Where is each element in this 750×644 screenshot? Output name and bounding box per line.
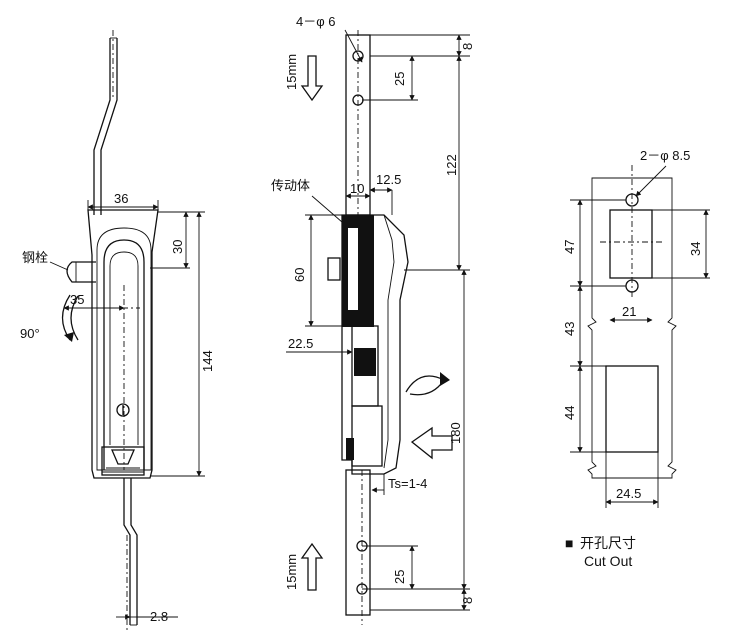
dim-upper: 30 [170,240,185,254]
dim-body-height: 60 [292,268,307,282]
travel-up-arrow-icon [300,542,324,591]
dim-bottom-small: 8 [460,597,475,604]
dim-width: 36 [114,191,128,206]
holes-label: 4－φ 6 [296,14,336,29]
legend-square-icon: ■ [565,535,573,551]
dim-hole-gap-top: 25 [392,72,407,86]
dim-hole-gap-bottom: 25 [392,570,407,584]
lower-slot [605,365,659,453]
dim-body-width: 10 [350,181,364,196]
keyhole-icon [116,403,130,417]
dim-top-total: 122 [444,154,459,176]
dim-depth: 22.5 [288,336,313,351]
panel-outline [587,177,677,479]
dim-slot-height: 34 [688,242,703,256]
dim-cutout-width: 24.5 [616,486,641,501]
drive-body-label: 传动体 [271,178,310,193]
middle-view: 4－φ 6 15mm 15mm 传动体 8 25 122 10 12.5 60 … [271,14,475,625]
rotate-arrow-icon-2 [405,375,445,396]
dim-slot-width: 21 [622,304,636,319]
travel-bottom: 15mm [284,554,299,590]
dim-cutout-middle: 43 [562,322,577,336]
dim-offset: 35 [70,292,84,307]
upper-slot [609,209,653,279]
travel-top: 15mm [284,54,299,90]
rotate-arrow-icon [61,294,71,341]
top-rod [93,38,111,215]
dim-rod: 2.8 [150,609,168,624]
push-arrow-icon [410,426,453,460]
legend-cn: 开孔尺寸 [580,535,636,551]
dim-cutout-upper: 47 [562,240,577,254]
angle-label: 90° [20,326,40,341]
steel-bolt-label: 钢栓 [22,250,48,265]
legend-en: Cut Out [584,553,632,569]
bottom-strip [345,469,371,616]
dim-body-offset: 12.5 [376,172,401,187]
left-view: 36 30 144 35 2.8 钢栓 90° [20,30,215,630]
dim-cutout-lower: 44 [562,406,577,420]
ts-label: Ts=1-4 [388,476,427,491]
lock-housing [87,209,159,479]
dim-height: 144 [200,350,215,372]
dim-top-small: 8 [460,43,475,50]
steel-bolt [66,261,96,283]
cutout-holes-label: 2－φ 8.5 [640,148,690,163]
bottom-rod [123,478,131,625]
travel-down-arrow-icon [300,55,324,102]
dim-bottom-total: 180 [448,422,463,444]
cutout-view: 2－φ 8.5 47 43 44 34 21 24.5 ■ 开孔尺寸 Cut O… [562,148,710,569]
